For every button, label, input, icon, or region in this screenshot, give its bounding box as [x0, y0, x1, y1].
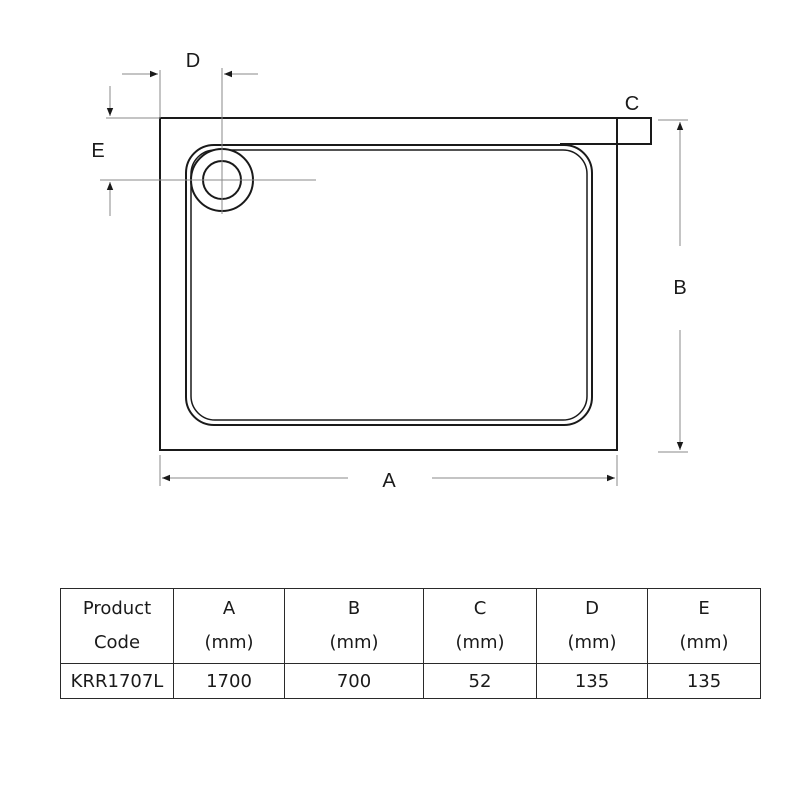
header-b: B (mm): [284, 588, 424, 664]
cell-a: 1700: [173, 663, 285, 699]
cell-d: 135: [536, 663, 648, 699]
tray-outline: [159, 117, 618, 451]
cell-c: 52: [423, 663, 537, 699]
e-dimension: E: [91, 86, 316, 216]
label-d: D: [186, 50, 200, 72]
header-d: D (mm): [536, 588, 648, 664]
cell-b: 700: [284, 663, 424, 699]
d-dimension: D: [122, 50, 258, 214]
cell-e: 135: [647, 663, 761, 699]
b-dimension: B: [658, 119, 688, 453]
label-c: C: [625, 93, 639, 115]
label-a: A: [382, 470, 396, 492]
cell-product-code: KRR1707L: [60, 663, 174, 699]
label-b: B: [673, 277, 686, 299]
header-c: C (mm): [423, 588, 537, 664]
header-a: A (mm): [173, 588, 285, 664]
table-header-row: Product Code A (mm) B (mm) C (mm) D (mm)…: [60, 588, 761, 664]
table-row: KRR1707L 1700 700 52 135 135: [60, 663, 761, 699]
a-dimension: A: [159, 455, 618, 492]
label-e: E: [91, 140, 104, 162]
dimensions-table: Product Code A (mm) B (mm) C (mm) D (mm)…: [60, 588, 761, 699]
header-product-code: Product Code: [60, 588, 174, 664]
shower-tray-diagram: D E C B A: [91, 50, 688, 492]
c-dimension-box: [616, 117, 652, 145]
tray-basin: [185, 144, 593, 426]
header-e: E (mm): [647, 588, 761, 664]
